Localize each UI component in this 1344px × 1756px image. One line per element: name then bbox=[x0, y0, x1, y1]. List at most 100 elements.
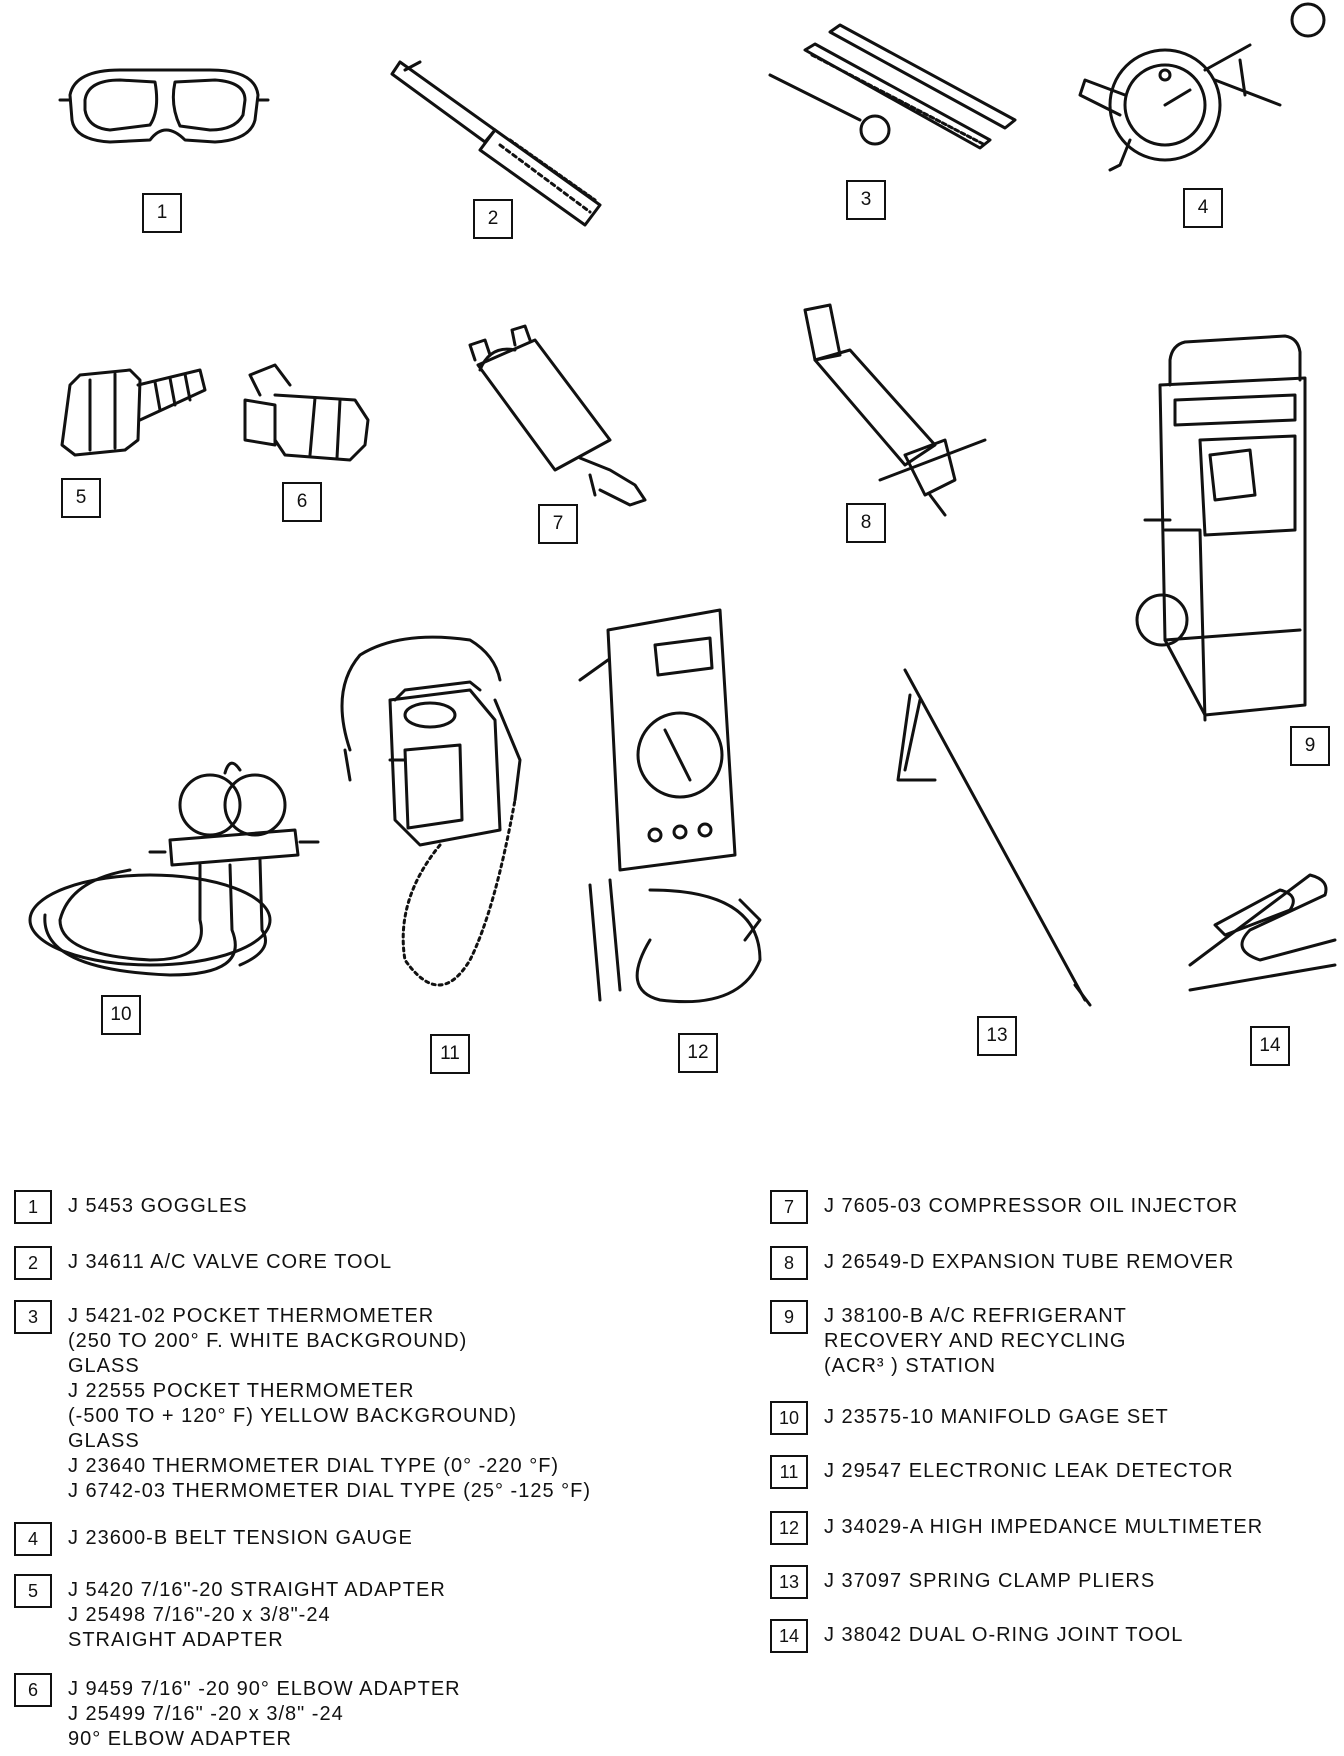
legend-item: 2 J 34611 A/C VALVE CORE TOOL bbox=[14, 1246, 654, 1280]
legend-text-line: J 25499 7/16" -20 x 3/8" -24 bbox=[68, 1703, 344, 1725]
legend-item: 3 J 5421-02 POCKET THERMOMETER (250 TO 200… bbox=[14, 1300, 654, 1504]
valve-core-tool-illustration bbox=[390, 60, 602, 227]
legend-text-line: J 9459 7/16" -20 90° ELBOW ADAPTER bbox=[68, 1678, 461, 1700]
legend-text-line: J 38100-B A/C REFRIGERANT bbox=[824, 1305, 1127, 1327]
legend-description: J 29547 ELECTRONIC LEAK DETECTOR bbox=[824, 1455, 1234, 1484]
callout-10: 10 bbox=[101, 995, 141, 1035]
legend-number-box: 3 bbox=[14, 1300, 52, 1334]
callout-11: 11 bbox=[430, 1034, 470, 1074]
legend-description: J 38100-B A/C REFRIGERANT RECOVERY AND RE… bbox=[824, 1300, 1127, 1379]
legend-description: J 23575-10 MANIFOLD GAGE SET bbox=[824, 1401, 1169, 1430]
legend-description: J 37097 SPRING CLAMP PLIERS bbox=[824, 1565, 1155, 1594]
legend-number-box: 4 bbox=[14, 1522, 52, 1556]
legend-text-line: J 22555 POCKET THERMOMETER bbox=[68, 1380, 415, 1402]
legend-text-line: J 38042 DUAL O-RING JOINT TOOL bbox=[824, 1624, 1184, 1646]
legend-number-box: 13 bbox=[770, 1565, 808, 1599]
callout-8: 8 bbox=[846, 503, 886, 543]
spring-clamp-pliers-illustration bbox=[896, 668, 1092, 1007]
legend-text-line: J 23575-10 MANIFOLD GAGE SET bbox=[824, 1406, 1169, 1428]
legend-number-box: 10 bbox=[770, 1401, 808, 1435]
legend-item: 14 J 38042 DUAL O-RING JOINT TOOL bbox=[770, 1619, 1340, 1653]
oil-injector-illustration bbox=[468, 324, 647, 507]
callout-1: 1 bbox=[142, 193, 182, 233]
legend-description: J 23600-B BELT TENSION GAUGE bbox=[68, 1522, 413, 1551]
callout-4: 4 bbox=[1183, 188, 1223, 228]
legend-number-box: 2 bbox=[14, 1246, 52, 1280]
acr-station-illustration bbox=[1135, 334, 1307, 722]
legend-description: J 38042 DUAL O-RING JOINT TOOL bbox=[824, 1619, 1183, 1648]
legend-right-column: 7 J 7605-03 COMPRESSOR OIL INJECTOR 8 J 265… bbox=[770, 1190, 1340, 1653]
legend-text-line: GLASS bbox=[68, 1355, 140, 1377]
manifold-gage-set-illustration bbox=[28, 761, 320, 977]
callout-12: 12 bbox=[678, 1033, 718, 1073]
legend-number-box: 6 bbox=[14, 1673, 52, 1707]
legend-description: J 5420 7/16"-20 STRAIGHT ADAPTER J 25498 … bbox=[68, 1574, 446, 1653]
legend-number-box: 12 bbox=[770, 1511, 808, 1545]
legend-item: 1 J 5453 GOGGLES bbox=[14, 1190, 654, 1224]
legend-text-line: J 25498 7/16"-20 x 3/8"-24 bbox=[68, 1604, 331, 1626]
legend-text-line: J 23640 THERMOMETER DIAL TYPE (0° -220 °… bbox=[68, 1455, 560, 1477]
leak-detector-illustration bbox=[340, 635, 522, 987]
legend-description: J 9459 7/16" -20 90° ELBOW ADAPTER J 2549… bbox=[68, 1673, 461, 1752]
legend-text-line: (-500 TO + 120° F) YELLOW BACKGROUND) bbox=[68, 1405, 518, 1427]
legend-number-box: 7 bbox=[770, 1190, 808, 1224]
legend-text-line: J 5453 GOGGLES bbox=[68, 1195, 248, 1217]
legend-item: 7 J 7605-03 COMPRESSOR OIL INJECTOR bbox=[770, 1190, 1340, 1224]
legend-text-line: J 5420 7/16"-20 STRAIGHT ADAPTER bbox=[68, 1579, 446, 1601]
legend-text-line: 90° ELBOW ADAPTER bbox=[68, 1728, 292, 1750]
legend-text-line: J 37097 SPRING CLAMP PLIERS bbox=[824, 1570, 1156, 1592]
legend-description: J 34611 A/C VALVE CORE TOOL bbox=[68, 1246, 392, 1275]
legend-item: 11 J 29547 ELECTRONIC LEAK DETECTOR bbox=[770, 1455, 1340, 1489]
legend-description: J 26549-D EXPANSION TUBE REMOVER bbox=[824, 1246, 1234, 1275]
legend-number-box: 14 bbox=[770, 1619, 808, 1653]
legend-item: 4 J 23600-B BELT TENSION GAUGE bbox=[14, 1522, 654, 1556]
callout-3: 3 bbox=[846, 180, 886, 220]
legend-number-box: 11 bbox=[770, 1455, 808, 1489]
legend-text-line: (ACR³ ) STATION bbox=[824, 1355, 997, 1377]
callout-13: 13 bbox=[977, 1016, 1017, 1056]
callout-6: 6 bbox=[282, 482, 322, 522]
callout-7: 7 bbox=[538, 504, 578, 544]
legend-text-line: J 7605-03 COMPRESSOR OIL INJECTOR bbox=[824, 1195, 1239, 1217]
callout-5: 5 bbox=[61, 478, 101, 518]
expansion-tube-remover-illustration bbox=[803, 303, 987, 517]
belt-tension-gauge-illustration bbox=[1078, 2, 1326, 172]
goggles-illustration bbox=[58, 68, 270, 144]
legend-number-box: 5 bbox=[14, 1574, 52, 1608]
legend-number-box: 9 bbox=[770, 1300, 808, 1334]
pocket-thermometer-illustration bbox=[768, 23, 1017, 150]
legend-text-line: J 26549-D EXPANSION TUBE REMOVER bbox=[824, 1251, 1235, 1273]
callout-2: 2 bbox=[473, 199, 513, 239]
straight-adapter-illustration bbox=[60, 368, 207, 457]
legend-item: 9 J 38100-B A/C REFRIGERANT RECOVERY AND R… bbox=[770, 1300, 1340, 1379]
legend-description: J 5453 GOGGLES bbox=[68, 1190, 248, 1219]
legend-item: 13 J 37097 SPRING CLAMP PLIERS bbox=[770, 1565, 1340, 1599]
legend-number-box: 8 bbox=[770, 1246, 808, 1280]
legend-item: 8 J 26549-D EXPANSION TUBE REMOVER bbox=[770, 1246, 1340, 1280]
legend-item: 10 J 23575-10 MANIFOLD GAGE SET bbox=[770, 1401, 1340, 1435]
legend-text-line: J 29547 ELECTRONIC LEAK DETECTOR bbox=[824, 1460, 1234, 1482]
legend-item: 12 J 34029-A HIGH IMPEDANCE MULTIMETER bbox=[770, 1511, 1340, 1545]
legend-left-column: 1 J 5453 GOGGLES 2 J 34611 A/C VALVE CORE T… bbox=[14, 1190, 654, 1752]
legend-text-line: RECOVERY AND RECYCLING bbox=[824, 1330, 1127, 1352]
legend-text-line: (250 TO 200° F. WHITE BACKGROUND) bbox=[68, 1330, 468, 1352]
legend-number-box: 1 bbox=[14, 1190, 52, 1224]
legend-description: J 34029-A HIGH IMPEDANCE MULTIMETER bbox=[824, 1511, 1263, 1540]
legend-text-line: J 34029-A HIGH IMPEDANCE MULTIMETER bbox=[824, 1516, 1264, 1538]
legend-item: 5 J 5420 7/16"-20 STRAIGHT ADAPTER J 25498… bbox=[14, 1574, 654, 1653]
callout-14: 14 bbox=[1250, 1026, 1290, 1066]
legend-description: J 7605-03 COMPRESSOR OIL INJECTOR bbox=[824, 1190, 1238, 1219]
o-ring-joint-tool-illustration bbox=[1188, 873, 1337, 992]
legend-item: 6 J 9459 7/16" -20 90° ELBOW ADAPTER J 254… bbox=[14, 1673, 654, 1752]
legend-text-line: GLASS bbox=[68, 1430, 140, 1452]
legend-text-line: J 23600-B BELT TENSION GAUGE bbox=[68, 1527, 413, 1549]
legend-text-line: J 5421-02 POCKET THERMOMETER bbox=[68, 1305, 435, 1327]
legend-text-line: STRAIGHT ADAPTER bbox=[68, 1629, 284, 1651]
legend-text-line: J 6742-03 THERMOMETER DIAL TYPE (25° -12… bbox=[68, 1480, 591, 1502]
legend-description: J 5421-02 POCKET THERMOMETER (250 TO 200°… bbox=[68, 1300, 591, 1504]
elbow-adapter-illustration bbox=[243, 363, 370, 462]
multimeter-illustration bbox=[578, 608, 762, 1004]
tool-illustrations bbox=[28, 2, 1337, 1007]
callout-9: 9 bbox=[1290, 726, 1330, 766]
legend-text-line: J 34611 A/C VALVE CORE TOOL bbox=[68, 1251, 393, 1273]
